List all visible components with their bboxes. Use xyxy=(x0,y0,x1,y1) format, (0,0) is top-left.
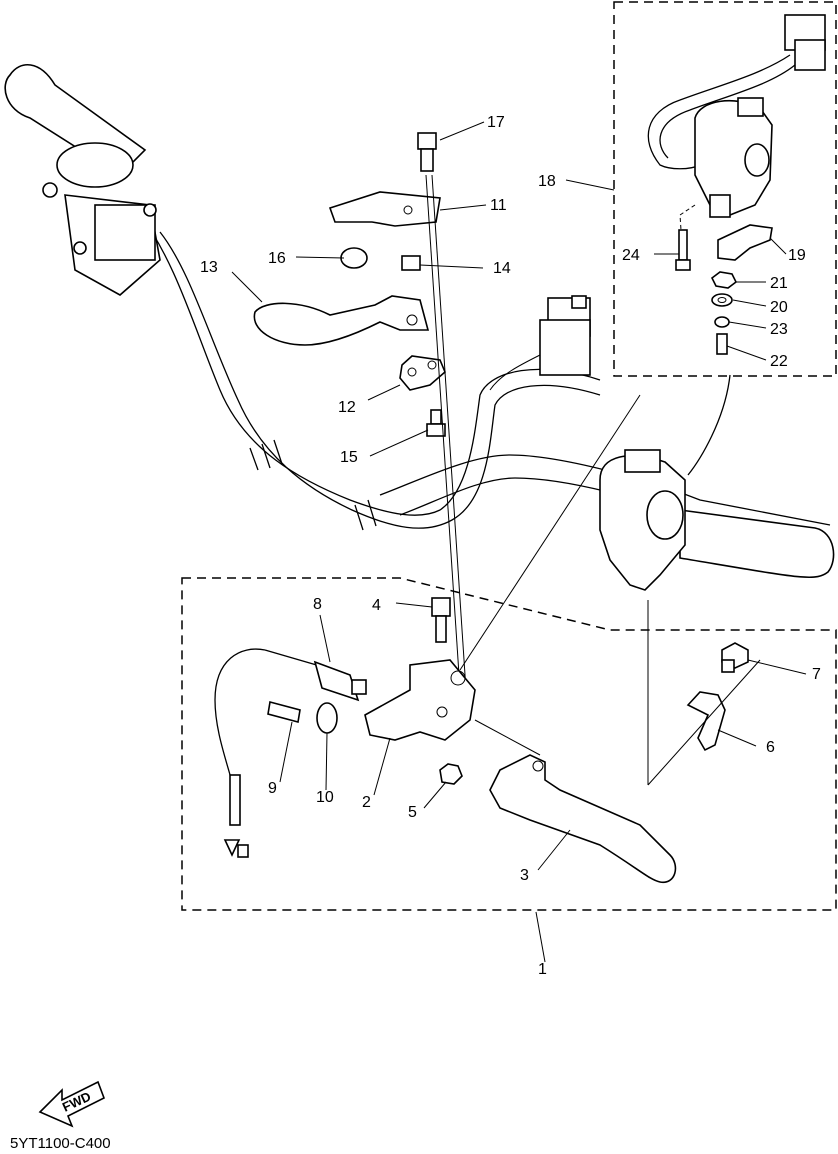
right-switch-housing xyxy=(599,374,731,591)
callout-1: 1 xyxy=(538,961,547,978)
callout-5: 5 xyxy=(408,804,417,821)
leader-lines xyxy=(231,121,807,963)
callout-20: 20 xyxy=(770,299,788,316)
upper-bracket-group xyxy=(253,132,467,691)
callout-16: 16 xyxy=(268,250,286,267)
callout-12: 12 xyxy=(338,399,356,416)
handlebar xyxy=(139,214,835,579)
callout-23: 23 xyxy=(770,321,788,338)
forward-direction-badge: FWD xyxy=(38,1080,106,1128)
callout-6: 6 xyxy=(766,739,775,756)
callout-11: 11 xyxy=(490,197,507,214)
callout-15: 15 xyxy=(340,449,358,466)
left-grip-assembly xyxy=(4,63,161,296)
callout-18: 18 xyxy=(538,173,556,190)
callout-17: 17 xyxy=(487,114,505,131)
lower-assembly-box xyxy=(181,394,837,911)
callout-3: 3 xyxy=(520,867,529,884)
callout-7: 7 xyxy=(812,666,821,683)
callout-4: 4 xyxy=(372,597,381,614)
wiring-connector xyxy=(489,295,591,391)
callout-8: 8 xyxy=(313,596,322,613)
callout-24: 24 xyxy=(622,247,640,264)
callout-labels: 17 11 16 14 13 12 15 18 24 19 21 20 23 2… xyxy=(200,114,821,978)
callout-14: 14 xyxy=(493,260,511,277)
callout-22: 22 xyxy=(770,353,788,370)
callout-19: 19 xyxy=(788,247,806,264)
callout-2: 2 xyxy=(362,794,371,811)
drawing-code: 5YT1100-C400 xyxy=(10,1135,111,1152)
callout-21: 21 xyxy=(770,275,788,292)
inset-box-18 xyxy=(613,1,837,377)
callout-13: 13 xyxy=(200,259,218,276)
callout-10: 10 xyxy=(316,789,334,806)
callout-9: 9 xyxy=(268,780,277,797)
